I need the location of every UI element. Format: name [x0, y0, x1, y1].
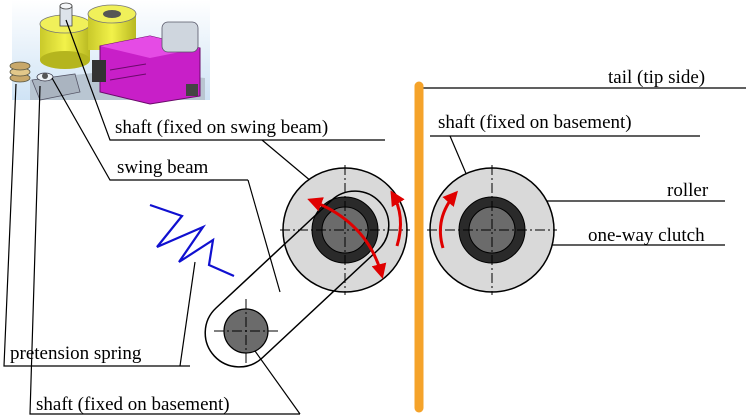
rotation-arrows	[307, 190, 458, 279]
curved-arrow-icon	[307, 197, 387, 279]
label-shaft-basement-bottom: shaft (fixed on basement)	[36, 394, 230, 415]
curved-arrow-icon	[438, 190, 458, 249]
label-shaft-swing-beam: shaft (fixed on swing beam)	[115, 117, 328, 138]
label-roller: roller	[667, 180, 709, 201]
curved-arrow-icon	[390, 190, 405, 247]
label-shaft-basement-top: shaft (fixed on basement)	[438, 112, 632, 133]
label-one-way-clutch: one-way clutch	[588, 225, 705, 246]
label-tail: tail (tip side)	[608, 67, 705, 88]
label-pretension-spring: pretension spring	[10, 343, 142, 364]
label-swing-beam: swing beam	[117, 157, 209, 178]
labels: tail (tip side) shaft (fixed on swing be…	[10, 67, 709, 415]
pretension-spring	[149, 203, 235, 278]
mechanism-photo-inset	[9, 0, 210, 105]
